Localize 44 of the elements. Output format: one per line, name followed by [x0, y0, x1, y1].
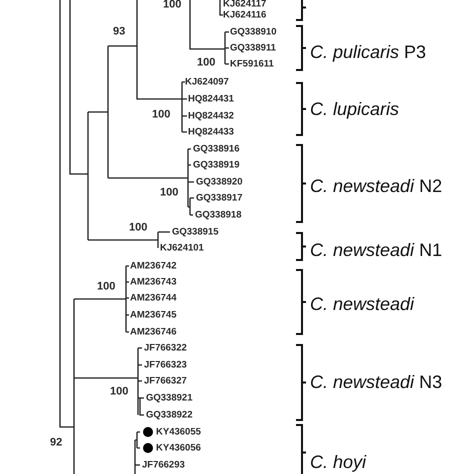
taxon-label: KJ624097	[185, 77, 229, 87]
taxon-label: AM236744	[130, 293, 176, 303]
taxon-label: KY436056	[156, 443, 201, 453]
bootstrap-value: 100	[97, 282, 116, 292]
taxon-label: GQ338921	[146, 393, 192, 403]
taxon-label: GQ338916	[193, 144, 240, 154]
clade-name: C. newsteadi N3	[310, 373, 442, 391]
bootstrap-value: 92	[50, 438, 62, 448]
clade-name: C. newsteadi N1	[310, 241, 442, 259]
taxon-label: KJ624116	[223, 10, 266, 20]
clade-name: C. hoyi	[310, 453, 366, 471]
taxon-label: GQ338920	[196, 177, 242, 187]
taxon-label: GQ338911	[230, 43, 276, 53]
taxon-label: GQ338918	[195, 210, 242, 220]
taxon-label: KF591611	[230, 59, 274, 69]
bootstrap-value: 100	[197, 58, 216, 68]
taxon-label: AM236743	[130, 277, 176, 287]
taxon-label: JF766327	[144, 376, 187, 386]
clade-name: C. newsteadi N2	[310, 177, 442, 195]
taxon-label: AM236745	[130, 310, 176, 320]
taxon-label: AM236742	[130, 261, 176, 271]
taxon-label: JF766322	[144, 343, 187, 353]
taxon-label: GQ338922	[146, 410, 192, 420]
bootstrap-value: 93	[113, 26, 126, 38]
taxon-label: GQ338910	[230, 27, 276, 37]
clade-name: C. pulicaris P3	[310, 43, 426, 61]
taxon-label: JF766293	[142, 460, 185, 470]
taxon-label: GQ338917	[196, 193, 242, 203]
taxon-label: AM236746	[130, 327, 176, 337]
clade-name: C. lupicaris	[310, 100, 400, 118]
clade-name: C. newsteadi	[310, 295, 414, 313]
taxon-label: KY436055	[156, 427, 201, 437]
bootstrap-value: 100	[129, 222, 148, 234]
taxon-label: HQ824431	[188, 94, 234, 104]
taxon-label: HQ824432	[188, 111, 234, 121]
taxon-label: JF766323	[144, 360, 187, 370]
taxon-label: GQ338915	[172, 227, 218, 237]
bootstrap-value: 100	[163, 0, 182, 10]
bootstrap-value: 100	[160, 188, 178, 198]
taxon-label: GQ338919	[193, 160, 240, 170]
taxon-label: KJ624101	[160, 243, 204, 253]
bootstrap-value: 100	[152, 110, 170, 120]
taxon-label: HQ824433	[188, 127, 234, 137]
bootstrap-value: 100	[110, 386, 128, 398]
